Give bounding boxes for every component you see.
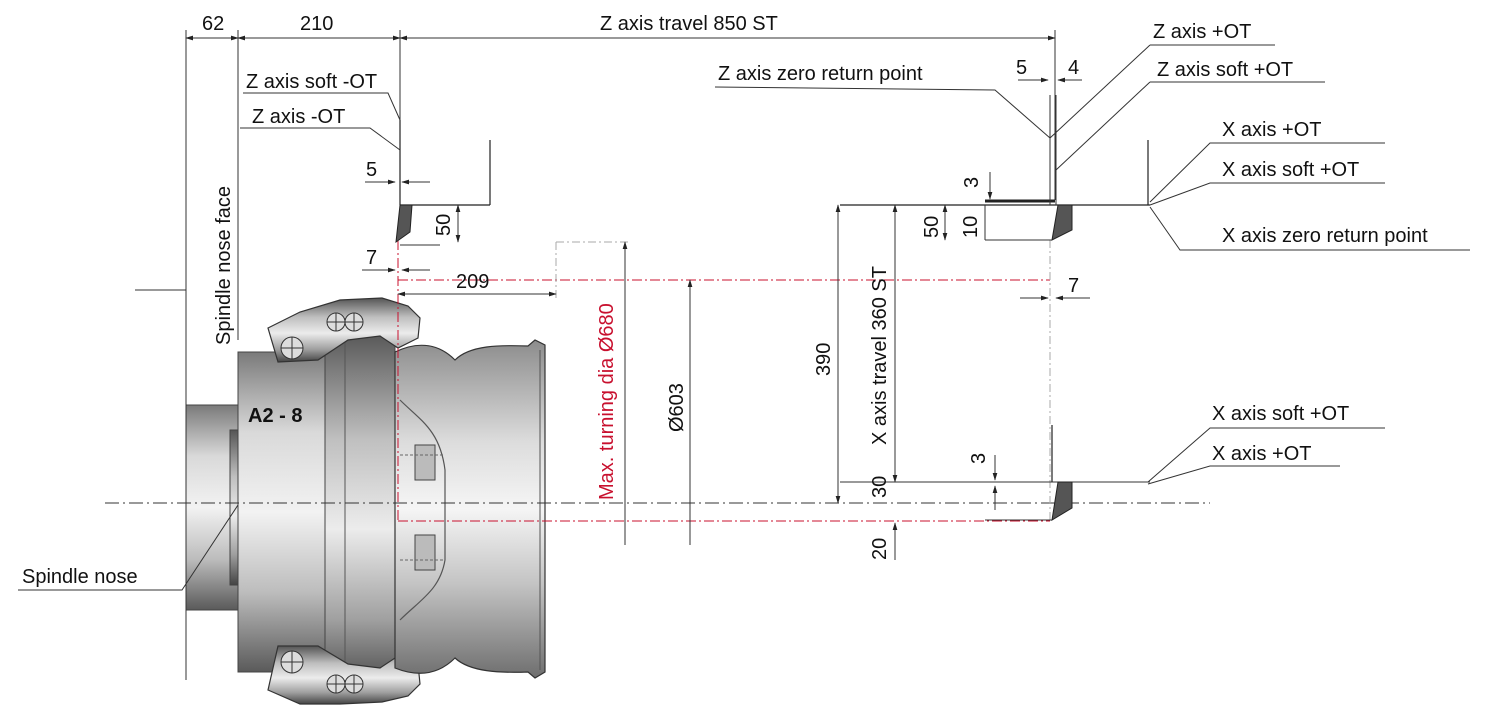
dim-z-travel: Z axis travel 850 ST [399, 13, 1056, 41]
dim-10: 10 [960, 205, 986, 240]
chuck-body [237, 329, 396, 693]
dim-7-right: 7 [1020, 275, 1090, 301]
dim-5-left-value: 5 [366, 159, 377, 181]
leader-z-soft-minus-ot: Z axis soft -OT [243, 71, 401, 121]
z-plus-ot-label: Z axis +OT [1153, 21, 1251, 43]
z-travel-label: Z axis travel 850 ST [600, 13, 778, 35]
x-zero-return-label: X axis zero return point [1222, 225, 1428, 247]
x-travel-label: X axis travel 360 ST [869, 266, 891, 445]
dim-30: 30 [869, 476, 891, 498]
tool-holder-right-bottom [840, 425, 1150, 521]
leader-spindle-nose: Spindle nose [18, 504, 239, 591]
dim-7-right-value: 7 [1068, 275, 1079, 297]
dim-50-right: 50 [921, 204, 948, 241]
dim-603: Ø603 [666, 279, 693, 545]
leader-z-zero-return: Z axis zero return point [714, 63, 1051, 139]
dim-4-value: 4 [1068, 57, 1079, 79]
dim-20: 20 [869, 522, 898, 560]
leader-z-minus-ot: Z axis -OT [240, 106, 401, 151]
dim-50-left-value: 50 [433, 214, 455, 236]
leader-x-zero-return: X axis zero return point [1149, 206, 1470, 251]
dim-x-travel: X axis travel 360 ST [869, 204, 898, 483]
dim-62-value: 62 [202, 13, 224, 35]
leader-x-plus-ot-bottom: X axis +OT [1147, 443, 1340, 485]
z-soft-plus-ot-label: Z axis soft +OT [1157, 59, 1293, 81]
dim-210-value: 210 [300, 13, 333, 35]
dim-390-value: 390 [813, 343, 835, 376]
dim-5-left: 5 [365, 159, 430, 185]
dim-209: 209 [397, 271, 557, 297]
dim-209-value: 209 [456, 271, 489, 293]
z-minus-ot-label: Z axis -OT [252, 106, 345, 128]
spindle-nose-face-text: Spindle nose face [213, 186, 235, 345]
wheel-workpiece [394, 339, 546, 679]
dim-210: 210 [237, 13, 401, 41]
dim-3-bottom-value: 3 [968, 453, 990, 464]
leader-z-plus-ot: Z axis +OT [1049, 21, 1275, 139]
dim-7-left-value: 7 [366, 247, 377, 269]
chuck-jaw-top [267, 297, 421, 363]
dim-50-right-value: 50 [921, 216, 943, 238]
dim-30-value: 30 [869, 476, 891, 498]
leader-x-plus-ot-top: X axis +OT [1149, 119, 1385, 203]
spindle-nose-label: Spindle nose [22, 566, 138, 588]
dim-5-4-right: 5 4 [1016, 57, 1082, 83]
dim-5-right-value: 5 [1016, 57, 1027, 79]
dim-50-left: 50 [433, 204, 461, 243]
x-plus-ot-bottom-label: X axis +OT [1212, 443, 1311, 465]
x-plus-ot-top-label: X axis +OT [1222, 119, 1321, 141]
tool-holder-left [395, 120, 491, 246]
dim-20-value: 20 [869, 538, 891, 560]
dim-max-turning: Max. turning dia Ø680 [596, 241, 628, 545]
leader-x-soft-plus-ot-bottom: X axis soft +OT [1147, 403, 1385, 483]
leader-z-soft-plus-ot: Z axis soft +OT [1055, 59, 1325, 171]
dim-3-top: 3 [961, 172, 993, 200]
z-soft-minus-ot-label: Z axis soft -OT [246, 71, 377, 93]
dim-3-top-value: 3 [961, 177, 983, 188]
z-zero-return-label: Z axis zero return point [718, 63, 923, 85]
dim-3-bottom: 3 [968, 453, 998, 510]
chuck-jaw-bottom [267, 645, 421, 705]
spindle-nose-face-label: Spindle nose face [213, 186, 235, 345]
tool-holder-right-top [840, 95, 1150, 241]
dia-603-label: Ø603 [666, 383, 688, 432]
x-soft-plus-ot-top-label: X axis soft +OT [1222, 159, 1359, 181]
chuck-label: A2 - 8 [248, 405, 302, 427]
dim-10-value: 10 [960, 216, 982, 238]
dim-7-left: 7 [362, 247, 430, 273]
dim-62: 62 [185, 13, 239, 41]
dim-390: 390 [813, 204, 841, 504]
max-turning-dia-label: Max. turning dia Ø680 [596, 303, 618, 500]
x-soft-plus-ot-bottom-label: X axis soft +OT [1212, 403, 1349, 425]
leader-x-soft-plus-ot-top: X axis soft +OT [1149, 159, 1385, 206]
